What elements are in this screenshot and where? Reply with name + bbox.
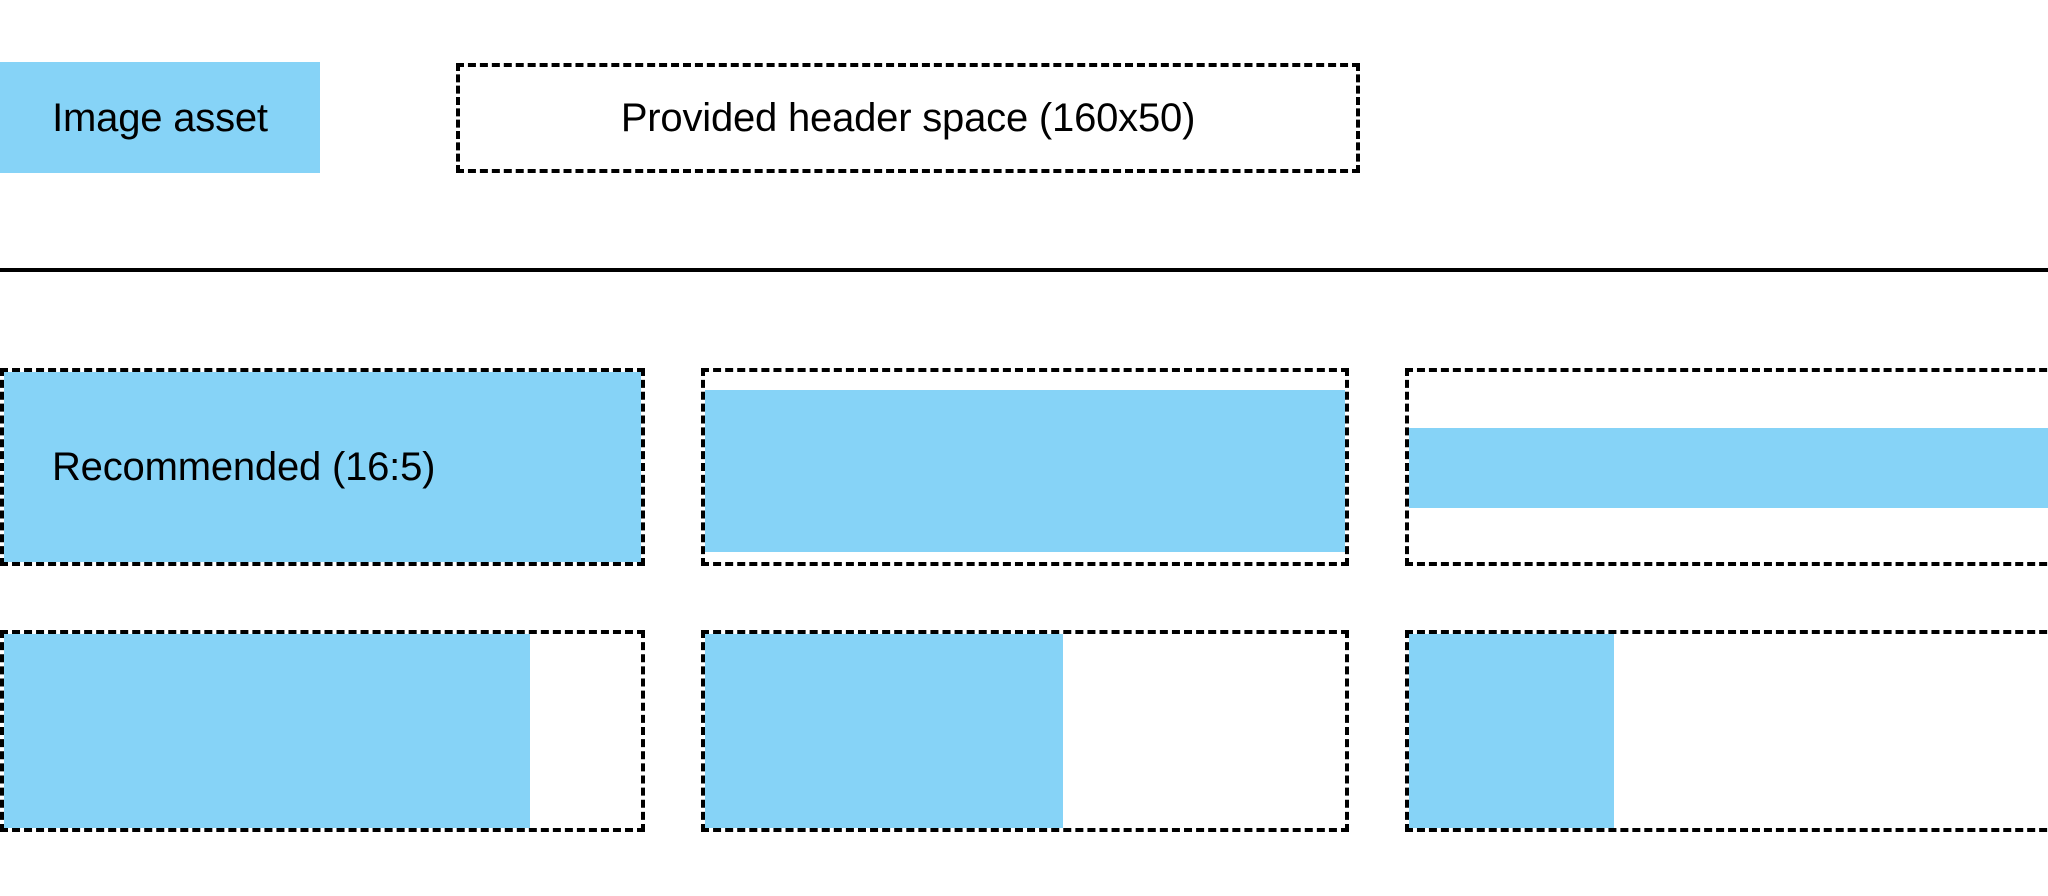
asset-fill-pillarbox-wide [4,634,530,828]
image-asset-label: Image asset [52,95,268,140]
aspect-ratio-cell-pillarbox-medium [701,630,1349,832]
image-asset-chip: Image asset [0,62,320,173]
aspect-ratio-cell-letterbox [701,368,1349,566]
provided-header-space-label: Provided header space (160x50) [620,96,1196,140]
aspect-ratio-row-2 [0,630,2048,832]
recommended-ratio-label: Recommended (16:5) [52,445,436,489]
aspect-ratio-cell-band [1405,368,2048,566]
header-row: Image asset Provided header space (160x5… [0,62,2048,174]
aspect-ratio-grid: Recommended (16:5) [0,368,2048,838]
asset-fill-pillarbox-medium [705,634,1064,828]
aspect-ratio-cell-pillarbox-wide [0,630,645,832]
asset-fill-band [1409,428,2048,508]
asset-fill-pillarbox-narrow [1409,634,1614,828]
asset-fill-full [4,372,641,562]
aspect-ratio-row-1: Recommended (16:5) [0,368,2048,566]
asset-fill-letterbox [705,390,1345,552]
section-divider [0,268,2048,272]
provided-header-space-box: Provided header space (160x50) [456,63,1360,173]
aspect-ratio-cell-recommended: Recommended (16:5) [0,368,645,566]
aspect-ratio-cell-pillarbox-narrow [1405,630,2048,832]
